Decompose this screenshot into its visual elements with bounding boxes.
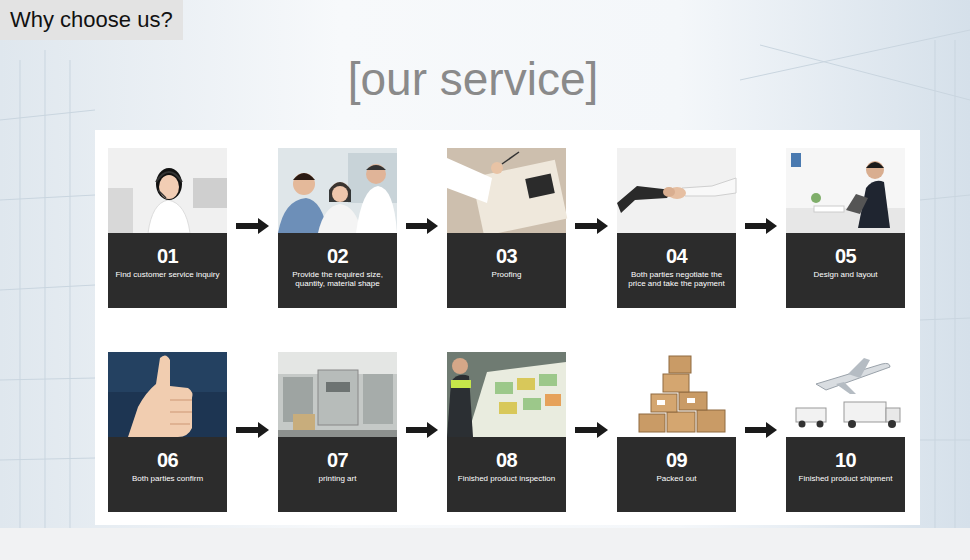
step-caption: Proofing <box>452 270 561 279</box>
arrow-head <box>427 218 438 234</box>
arrow-head <box>258 422 269 438</box>
step-caption: Packed out <box>622 474 731 483</box>
flow-arrow <box>745 422 777 438</box>
step-caption: Both parties negotiate the price and tak… <box>622 270 731 288</box>
arrow-shaft <box>236 223 259 229</box>
arrow-head <box>766 218 777 234</box>
step-caption: Provide the required size, quantity, mat… <box>283 270 392 288</box>
arrow-head <box>258 218 269 234</box>
flow-arrow <box>236 422 269 438</box>
flow-arrow <box>236 218 269 234</box>
section-heading: [our service] <box>0 52 946 106</box>
arrow-shaft <box>406 427 428 433</box>
service-step-card: 01Find customer service inquiry <box>108 148 227 308</box>
step-number: 03 <box>452 245 561 267</box>
step-caption: Find customer service inquiry <box>113 270 222 279</box>
step-caption: Both parties confirm <box>113 474 222 483</box>
step-caption: Finished product shipment <box>791 474 900 483</box>
arrow-shaft <box>406 223 428 229</box>
service-step-card: 07 printing art <box>278 352 397 512</box>
arrow-shaft <box>575 427 598 433</box>
arrow-head <box>766 422 777 438</box>
flow-arrow <box>575 218 608 234</box>
bottom-strip <box>0 528 970 560</box>
service-step-card: 06Both parties confirm <box>108 352 227 512</box>
service-step-card: 08Finished product inspection <box>447 352 566 512</box>
step-caption: printing art <box>283 474 392 483</box>
step-number: 05 <box>791 245 900 267</box>
arrow-head <box>427 422 438 438</box>
flow-arrow <box>406 422 438 438</box>
step-number: 07 <box>283 449 392 471</box>
flow-arrow <box>406 218 438 234</box>
service-step-card: 05Design and layout <box>786 148 905 308</box>
step-caption: Finished product inspection <box>452 474 561 483</box>
arrow-shaft <box>575 223 598 229</box>
step-number: 06 <box>113 449 222 471</box>
step-number: 09 <box>622 449 731 471</box>
arrow-head <box>597 422 608 438</box>
glass-lines <box>0 30 970 530</box>
flow-arrow <box>575 422 608 438</box>
arrow-head <box>597 218 608 234</box>
flow-arrow <box>745 218 777 234</box>
step-number: 08 <box>452 449 561 471</box>
arrow-shaft <box>236 427 259 433</box>
step-number: 02 <box>283 245 392 267</box>
step-number: 10 <box>791 449 900 471</box>
service-step-card: 02Provide the required size, quantity, m… <box>278 148 397 308</box>
service-step-card: 04Both parties negotiate the price and t… <box>617 148 736 308</box>
step-number: 04 <box>622 245 731 267</box>
service-step-card: 09Packed out <box>617 352 736 512</box>
arrow-shaft <box>745 427 767 433</box>
service-step-card: 03Proofing <box>447 148 566 308</box>
service-step-card: 10Finished product shipment <box>786 352 905 512</box>
arrow-shaft <box>745 223 767 229</box>
step-caption: Design and layout <box>791 270 900 279</box>
step-number: 01 <box>113 245 222 267</box>
page-heading: Why choose us? <box>0 0 183 40</box>
